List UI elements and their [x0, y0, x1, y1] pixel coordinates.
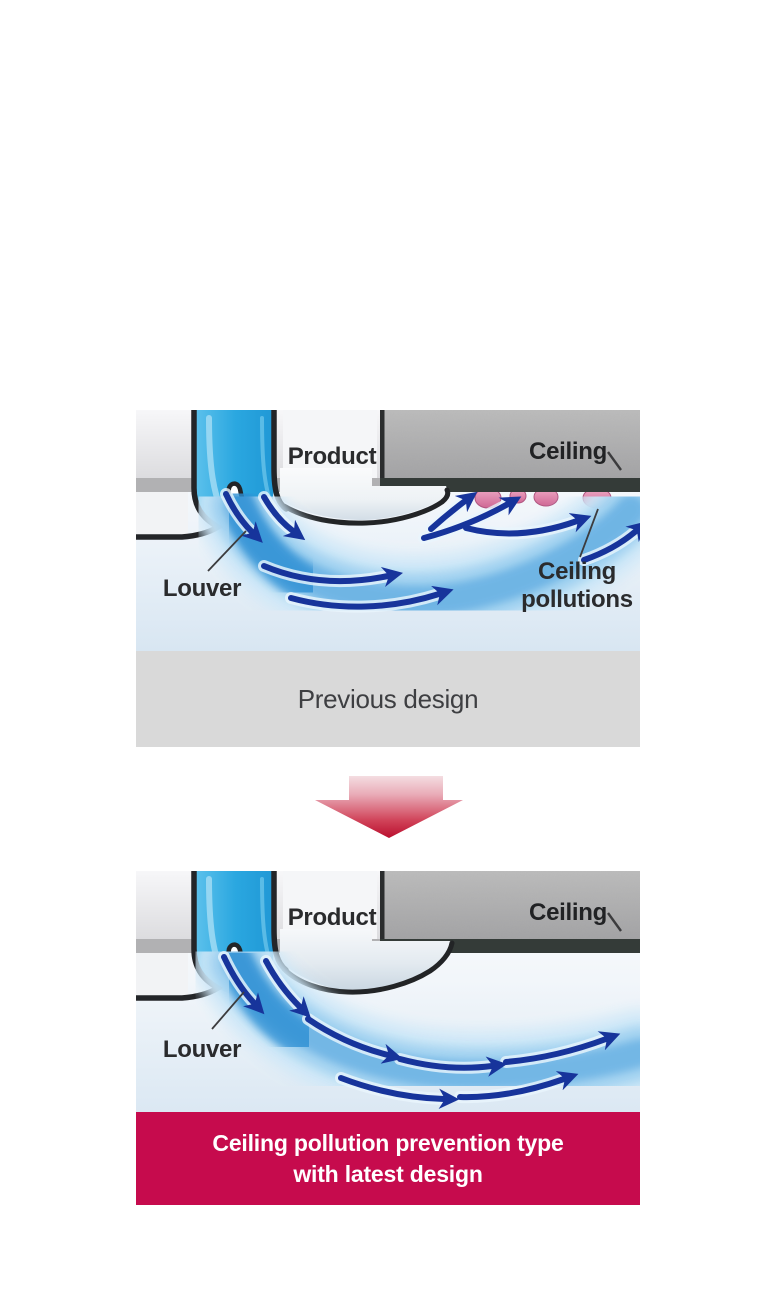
latest-design-caption: Ceiling pollution prevention type with l… [136, 1112, 640, 1205]
latest-design-illustration [136, 871, 640, 1112]
previous-design-caption: Previous design [136, 651, 640, 747]
airflow-arrows [220, 488, 640, 613]
previous-design-caption-text: Previous design [297, 683, 479, 714]
previous-design-illustration [136, 410, 640, 651]
louver-label: Louver [162, 1036, 242, 1063]
ceiling-label: Ceiling [529, 899, 607, 926]
ceiling-block [379, 410, 640, 480]
pollution-pointer-line [579, 508, 599, 558]
pointer-lines [211, 912, 622, 1030]
product-body [280, 468, 451, 526]
ceiling-label: Ceiling [529, 438, 607, 465]
airflow-arrows [218, 951, 621, 1110]
ceiling-pollutions-label: Ceiling pollutions [521, 558, 633, 613]
ceiling-block [379, 871, 640, 941]
product-label: Product [287, 443, 377, 470]
ceiling-pointer-tick [607, 912, 622, 932]
previous-design-diagram: Product Ceiling Louver Ceiling pollution… [136, 410, 640, 651]
airflow-stream [193, 920, 640, 1112]
latest-design-caption-line2: with latest design [293, 1160, 483, 1187]
pointer-lines [207, 451, 622, 572]
transition-down-arrow-icon [315, 776, 463, 838]
product-label: Product [287, 904, 377, 931]
louver-pointer-line [211, 991, 245, 1030]
ceiling-pointer-tick [607, 451, 622, 471]
wall-lower-left [136, 953, 188, 996]
latest-design-diagram: Product Ceiling Louver [136, 871, 640, 1112]
latest-design-caption-line1: Ceiling pollution prevention type [212, 1129, 564, 1156]
louver-label: Louver [162, 575, 242, 602]
louver-pointer-line [207, 530, 247, 572]
wall-lower-left [136, 492, 188, 535]
